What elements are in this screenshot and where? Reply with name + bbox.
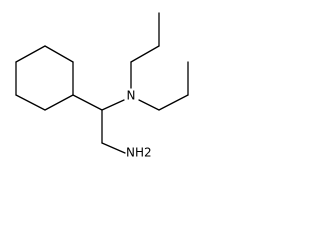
- ring-bond: [15, 94, 46, 111]
- chemical-structure: N NH2: [15, 12, 189, 160]
- central-carbon-to-nitrogen-bond: [101, 99, 125, 111]
- ring-bond: [44, 45, 74, 63]
- ring-to-central-carbon-bond: [72, 94, 103, 111]
- ring-bond: [15, 45, 46, 63]
- upper-propyl-chain: [130, 12, 160, 89]
- propyl-bond: [158, 94, 189, 111]
- terminal-amine-label: NH2: [126, 146, 152, 160]
- cyclohexane-ring: [15, 45, 74, 111]
- nitrogen-label: N: [127, 89, 136, 103]
- propyl-bond: [138, 99, 160, 111]
- methylene-to-amine-bond: [101, 142, 126, 154]
- ring-bond: [44, 94, 74, 111]
- propyl-bond: [130, 45, 160, 63]
- lower-propyl-chain: [138, 61, 189, 111]
